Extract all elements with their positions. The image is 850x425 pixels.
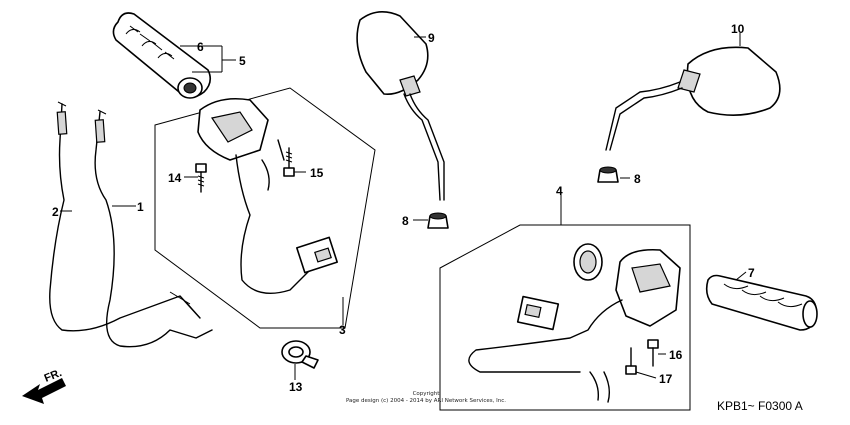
mirror-9: [356, 11, 445, 201]
callout-14[interactable]: 14: [168, 171, 182, 185]
callout-16[interactable]: 16: [669, 348, 683, 362]
callout-8-right[interactable]: 8: [634, 172, 641, 186]
callout-4[interactable]: 4: [556, 184, 563, 198]
callout-5[interactable]: 5: [239, 54, 246, 68]
callout-2[interactable]: 2: [52, 205, 59, 219]
clamp-13: [281, 340, 319, 369]
nut-8-left: [427, 212, 449, 229]
callout-1[interactable]: 1: [137, 200, 144, 214]
callout-13[interactable]: 13: [289, 380, 303, 394]
callout-10[interactable]: 10: [731, 22, 745, 36]
throttle-cables: [49, 101, 213, 348]
callout-3[interactable]: 3: [339, 323, 346, 337]
screw-16: [647, 339, 659, 367]
grip-7: [705, 274, 818, 331]
bolt-15: [283, 147, 295, 177]
switch-box-3: [154, 87, 376, 329]
diagram-code: KPB1~ F0300 A: [717, 399, 803, 413]
callout-6[interactable]: 6: [197, 40, 204, 54]
mirror-10: [605, 46, 781, 151]
copyright-line-2: Page design (c) 2004 - 2014 by ARI Netwo…: [346, 398, 506, 404]
throttle-grip: [112, 12, 212, 99]
switch-box-4: [439, 224, 691, 411]
callout-15[interactable]: 15: [310, 166, 324, 180]
bolt-14: [195, 163, 207, 193]
front-direction-arrow: [22, 378, 66, 404]
callout-9[interactable]: 9: [428, 31, 435, 45]
callout-17[interactable]: 17: [659, 372, 673, 386]
copyright-line-1: Copyright: [413, 391, 441, 397]
leader-lines: [60, 33, 747, 380]
callout-8-left[interactable]: 8: [402, 214, 409, 228]
nut-8-right: [597, 166, 619, 183]
screw-17: [625, 347, 637, 375]
callout-7[interactable]: 7: [748, 266, 755, 280]
